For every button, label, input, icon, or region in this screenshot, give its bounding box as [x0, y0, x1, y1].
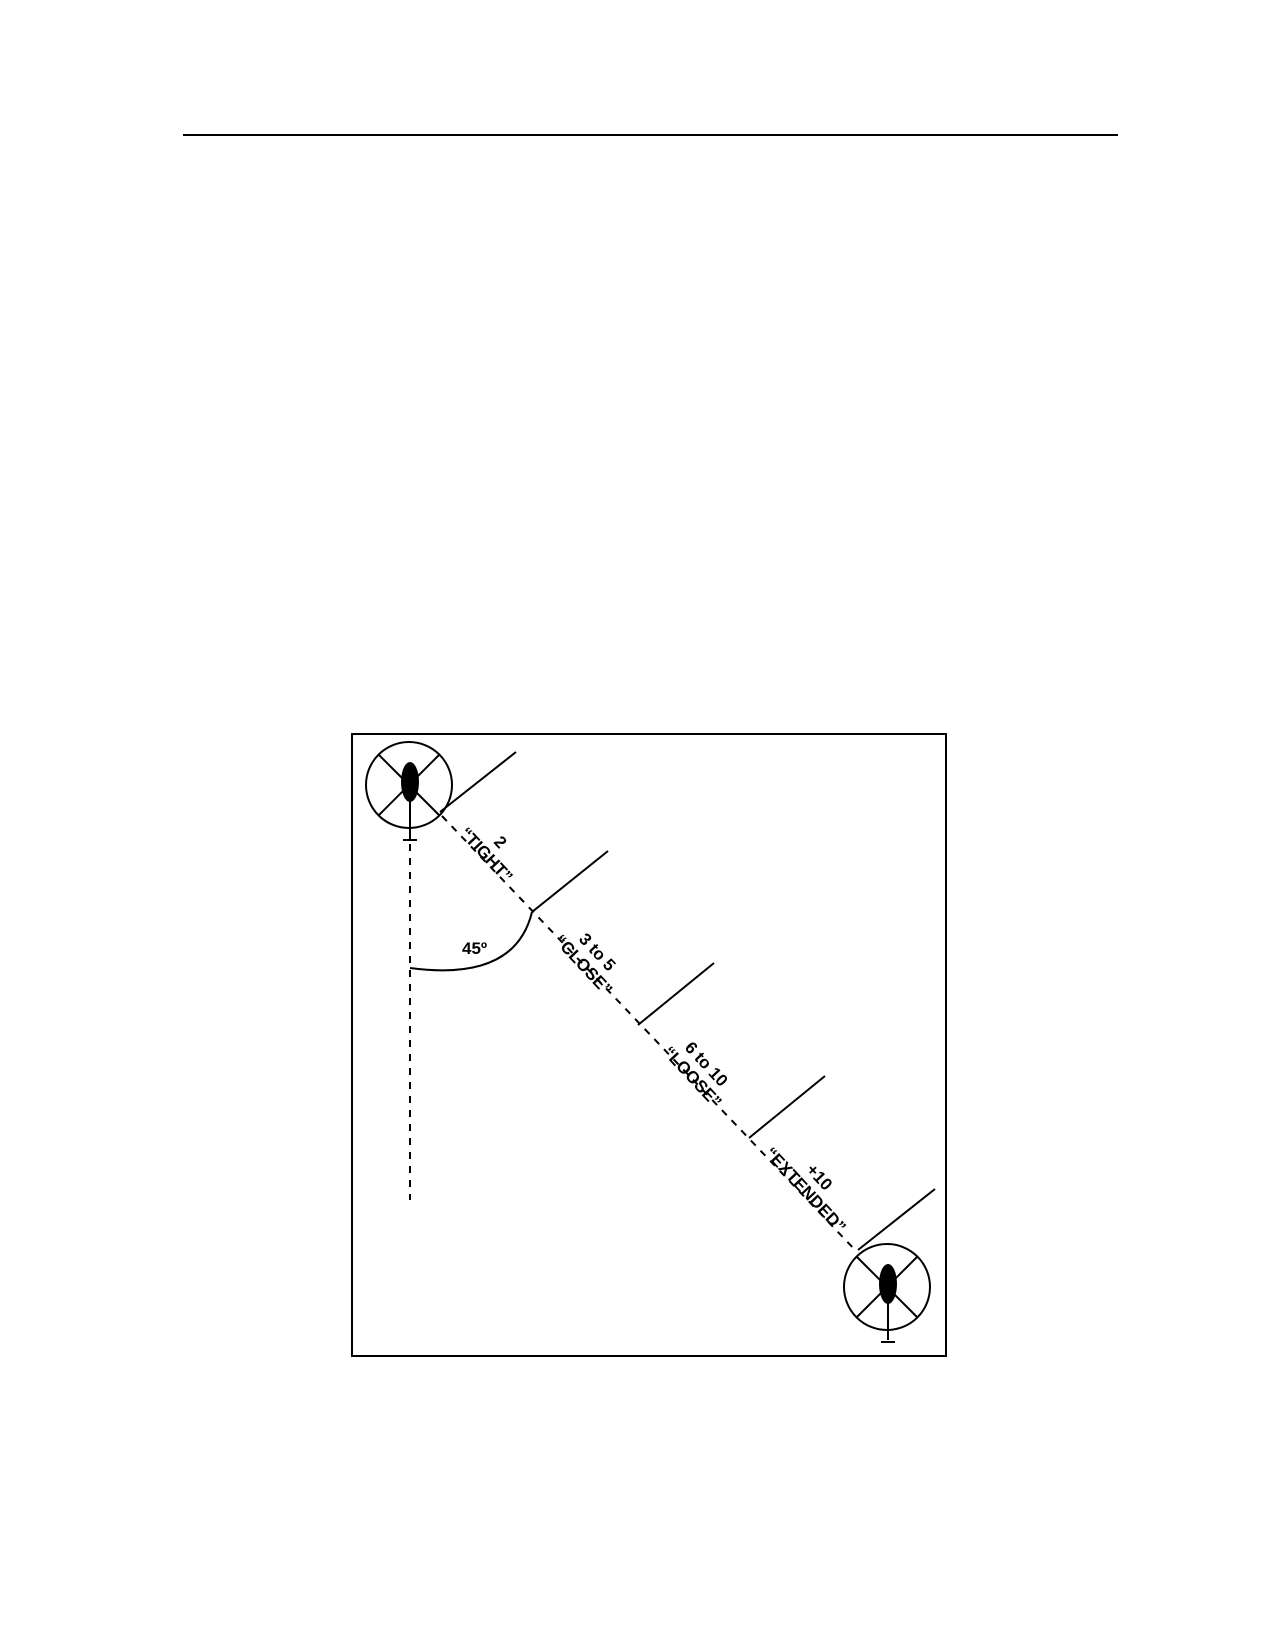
- angle-label: 45º: [462, 939, 487, 958]
- helicopter-wing-icon: [843, 1243, 931, 1343]
- separator-tick: [531, 850, 609, 913]
- diagram-frame: [351, 733, 947, 1357]
- zone-label: 2 “TIGHT”: [456, 824, 516, 887]
- separator-tick: [748, 1075, 826, 1139]
- formation-line: [441, 815, 858, 1253]
- angle-arc: [409, 911, 533, 972]
- zone-label: 6 to 10 “LOOSE”: [659, 1038, 731, 1112]
- zone-name: “EXTENDED”: [761, 1144, 850, 1237]
- zone-label: +10 “EXTENDED”: [761, 1144, 850, 1237]
- zone-name: “TIGHT”: [456, 824, 516, 887]
- header-rule: [183, 134, 1118, 136]
- zone-label: 3 to 5 “CLOSE”: [551, 929, 620, 999]
- separator-tick: [439, 751, 517, 813]
- separator-tick: [857, 1188, 936, 1251]
- helicopter-lead-icon: [365, 741, 453, 841]
- separator-tick: [637, 962, 715, 1026]
